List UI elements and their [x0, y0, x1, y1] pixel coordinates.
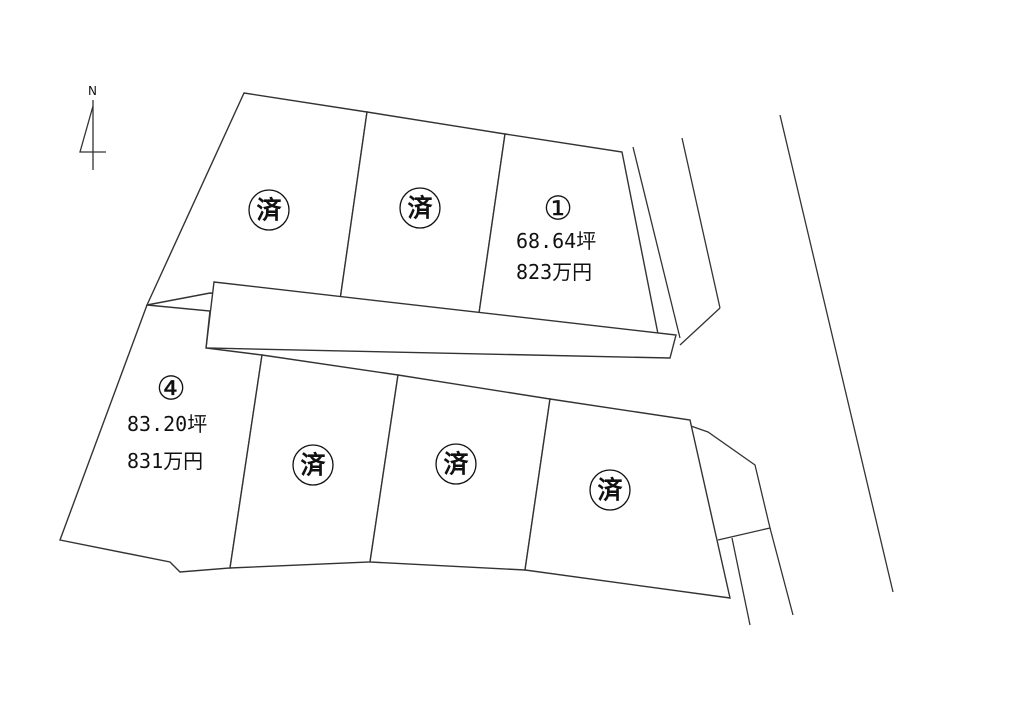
- lot-4-number: ④: [156, 369, 186, 408]
- road-line-se: [687, 424, 771, 541]
- sold-badge-circle: [292, 444, 334, 486]
- lot-4-area: 83.20坪: [127, 412, 207, 436]
- sold-badge-top-middle: 済: [399, 187, 441, 229]
- sold-badge-circle: [399, 187, 441, 229]
- lot-4-info: ④ 83.20坪 831万円: [127, 369, 207, 474]
- sold-badge-top-left: 済: [248, 189, 290, 231]
- sold-badge-text: 済: [597, 476, 623, 505]
- sold-badge-bottom-4: 済: [589, 469, 631, 511]
- sold-badge-bottom-2: 済: [292, 444, 334, 486]
- lot-4-price: 831万円: [127, 449, 203, 473]
- sold-badge-circle: [589, 469, 631, 511]
- road-line-ne-inner: [632, 146, 681, 339]
- north-label: N: [88, 84, 97, 98]
- road-line-east: [779, 114, 894, 593]
- north-arrow: N: [79, 84, 106, 170]
- sold-badge-circle: [248, 189, 290, 231]
- sold-badge-text: 済: [443, 450, 469, 479]
- sold-badge-text: 済: [407, 194, 433, 223]
- road-line-se-west: [731, 537, 751, 626]
- sold-badge-bottom-3: 済: [435, 443, 477, 485]
- north-arrow-icon: [79, 100, 106, 170]
- sold-badge-text: 済: [300, 451, 326, 480]
- sold-badge-circle: [435, 443, 477, 485]
- lot-1-number: ①: [543, 189, 573, 228]
- road-line-se-east: [769, 527, 794, 616]
- lot-1-info: ① 68.64坪 823万円: [516, 189, 596, 285]
- road-line-ne: [681, 137, 721, 309]
- lot-1-price: 823万円: [516, 260, 592, 284]
- road-line-ne-corner: [679, 307, 721, 346]
- lot-1-area: 68.64坪: [516, 229, 596, 253]
- sold-badge-text: 済: [256, 196, 282, 225]
